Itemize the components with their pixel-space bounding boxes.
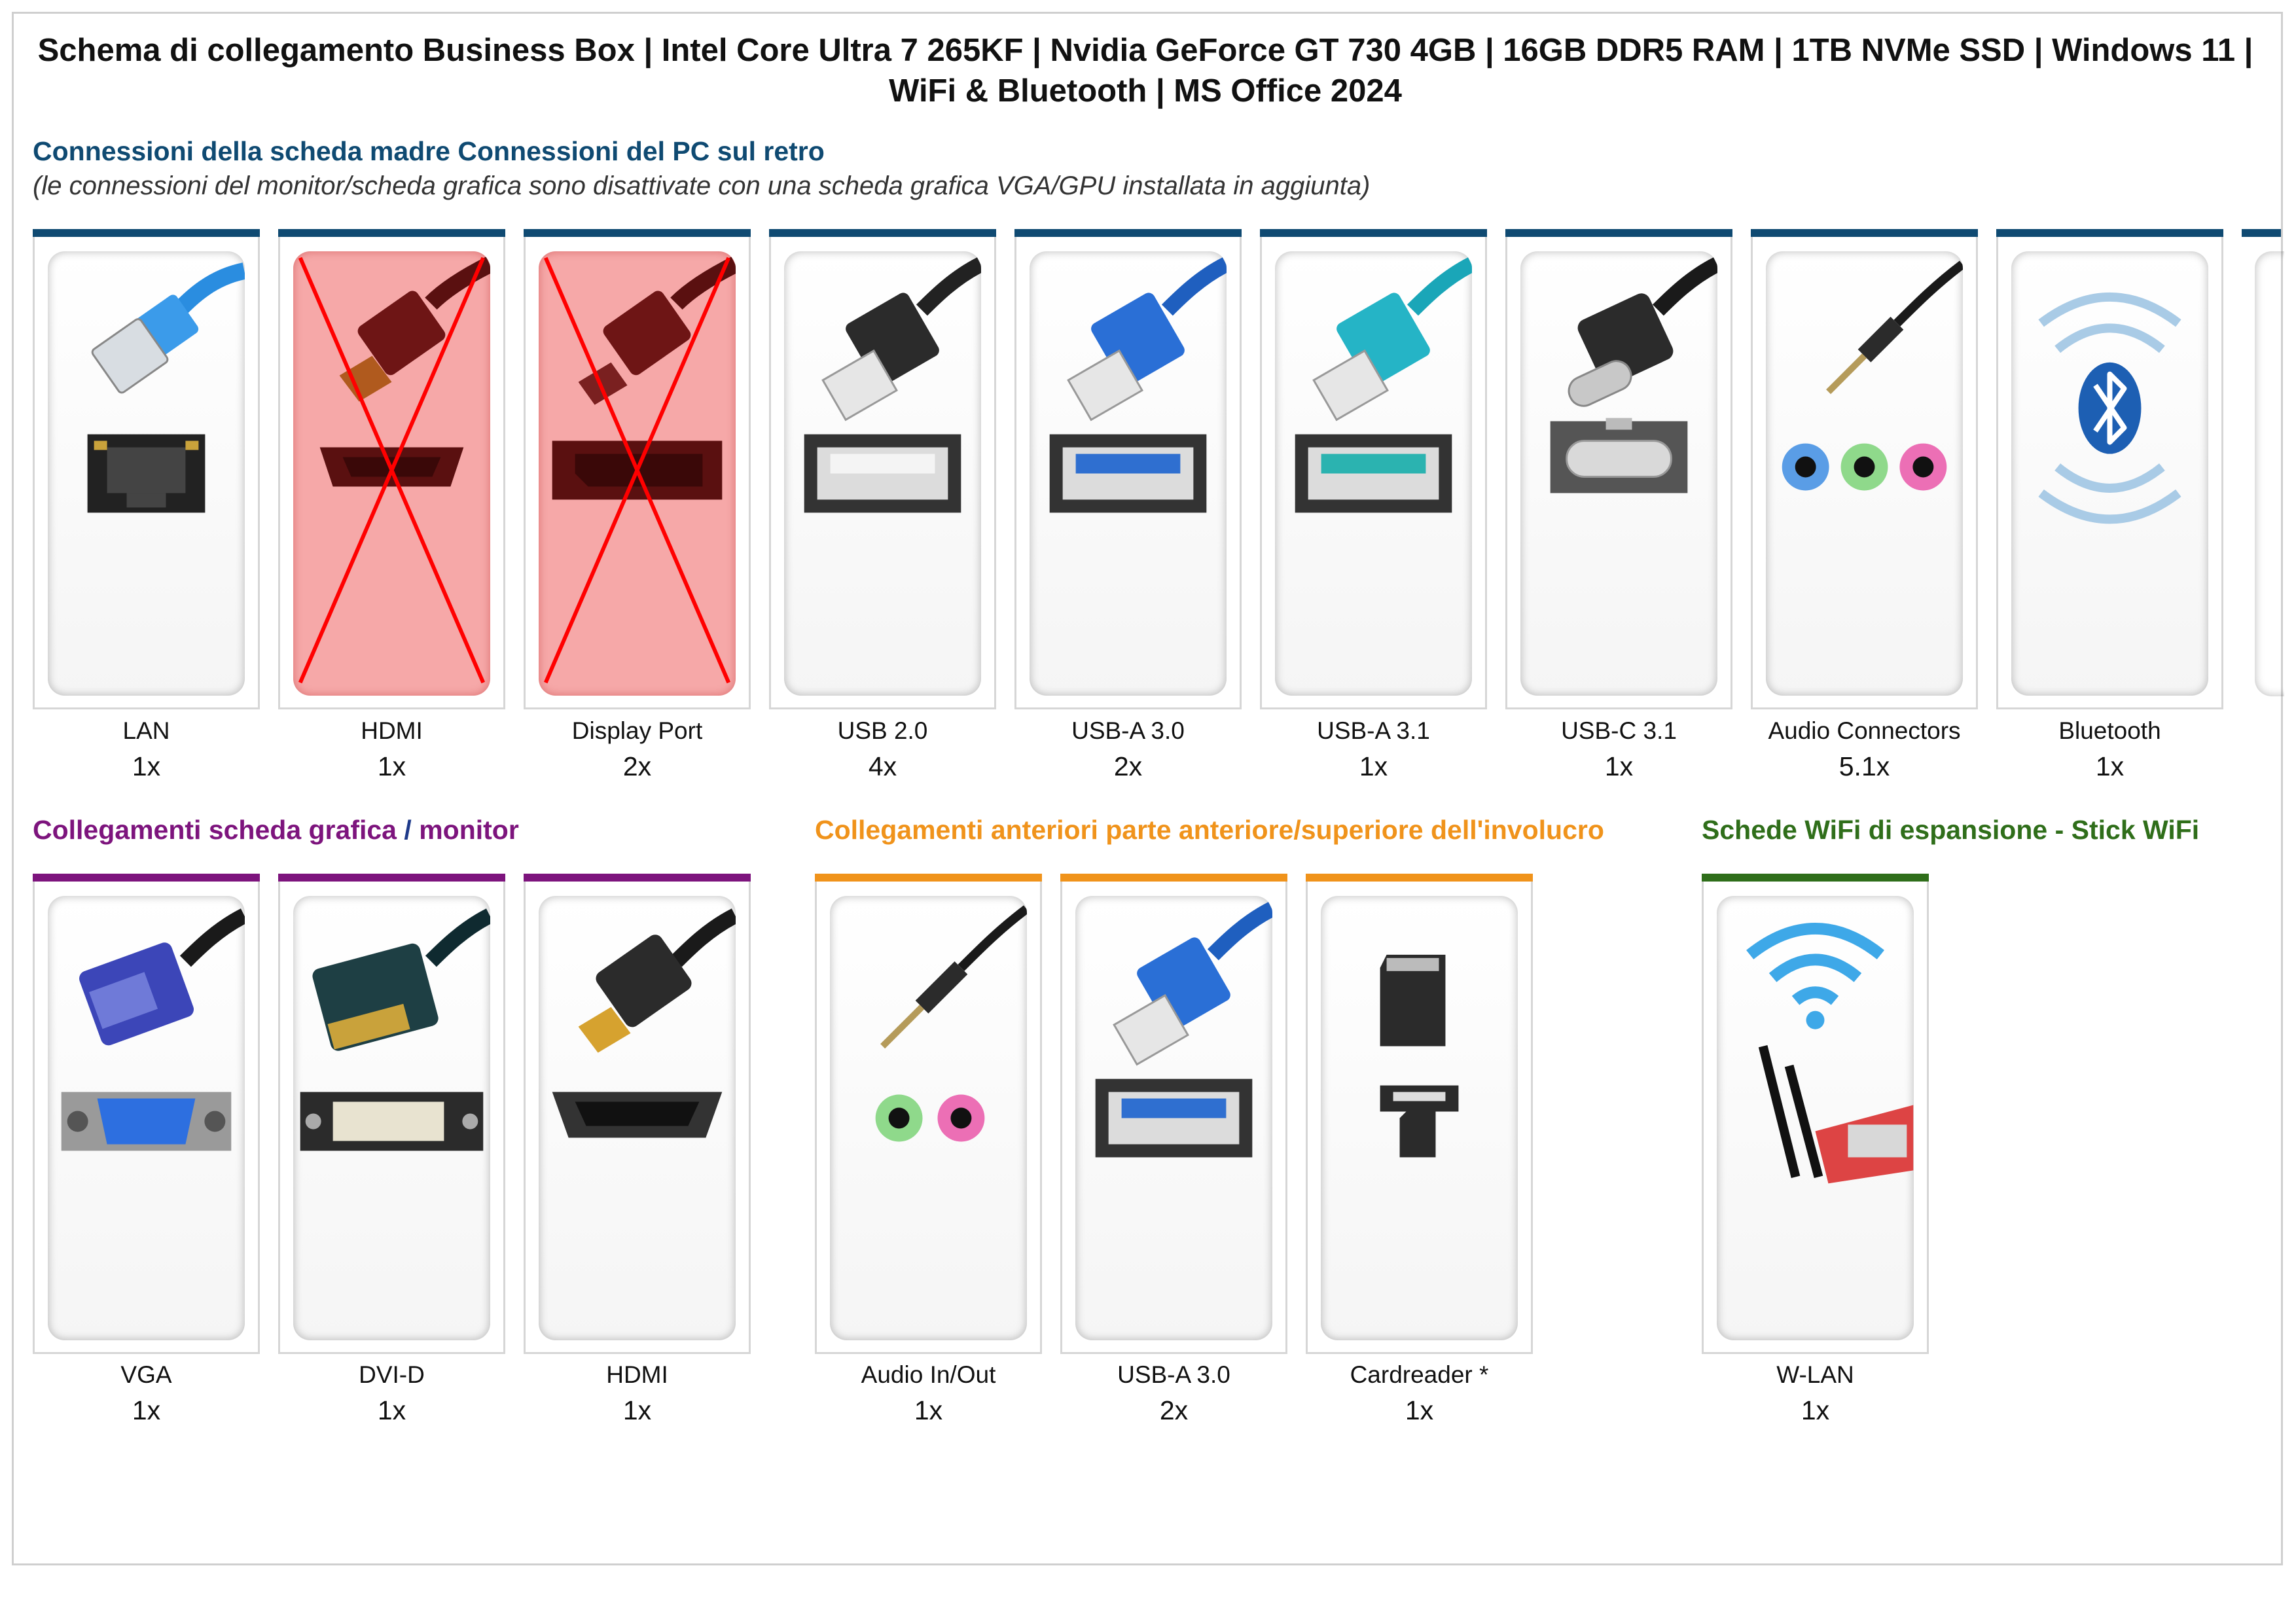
connector-card-cardreader <box>1306 874 1533 1354</box>
lan-port-icon <box>48 251 245 696</box>
rear-count-7: 5.1x <box>1839 751 1890 781</box>
rear-count-6: 1x <box>1604 751 1634 781</box>
wifi-count-0: 1x <box>1801 1395 1830 1425</box>
wifi-label-0: W-LAN <box>1776 1361 1854 1388</box>
section-bar <box>1751 229 1978 237</box>
section-bar <box>1505 229 1732 237</box>
gpu-label-0: VGA <box>120 1361 172 1388</box>
rear-count-8: 1x <box>2095 751 2125 781</box>
connector-card-vga <box>33 874 260 1354</box>
gpu-heading-tail: monitor <box>419 815 519 845</box>
section-bar <box>1996 229 2223 237</box>
connector-card-gpu-hdmi <box>524 874 751 1354</box>
gpu-label-1: DVI-D <box>359 1361 425 1388</box>
section-bar <box>769 229 996 237</box>
gpu-count-2: 1x <box>622 1395 652 1425</box>
section-bar <box>815 874 1042 882</box>
page-frame <box>12 12 2283 1565</box>
usb-a-3-0-icon <box>1030 251 1227 696</box>
rear-count-4: 2x <box>1113 751 1143 781</box>
displayport-icon <box>539 251 736 696</box>
gpu-count-1: 1x <box>377 1395 406 1425</box>
section-bar <box>278 874 505 882</box>
front-count-1: 2x <box>1159 1395 1189 1425</box>
gpu-count-0: 1x <box>132 1395 161 1425</box>
connector-card-usb-a-3-1 <box>1260 229 1487 709</box>
hdmi-port-icon <box>293 251 490 696</box>
connector-card-displayport-disabled <box>524 229 751 709</box>
section-bar <box>524 229 751 237</box>
cut-off-card <box>2238 229 2284 709</box>
dvi-icon <box>293 896 490 1340</box>
front-label-1: USB-A 3.0 <box>1117 1361 1230 1388</box>
gpu-heading: Collegamenti scheda grafica / monitor <box>33 815 519 846</box>
connector-card-bluetooth <box>1996 229 2223 709</box>
page-title: Schema di collegamento Business Box | In… <box>37 33 2253 109</box>
sd-card-icon <box>1321 896 1518 1340</box>
connector-card-audio <box>1751 229 1978 709</box>
section-bar <box>524 874 751 882</box>
connector-card-front-usb <box>1060 874 1287 1354</box>
connector-card-dvi <box>278 874 505 1354</box>
rear-note: (le connessioni del monitor/scheda grafi… <box>33 171 1371 200</box>
rear-count-5: 1x <box>1359 751 1388 781</box>
connector-card-wlan <box>1702 874 1929 1354</box>
wifi-heading: Schede WiFi di espansione - Stick WiFi <box>1702 815 2200 845</box>
bluetooth-icon <box>2011 251 2208 696</box>
rear-label-8: Bluetooth <box>2058 717 2161 744</box>
rear-count-2: 2x <box>622 751 652 781</box>
connector-card-usb-2 <box>769 229 996 709</box>
audio-jack-icon <box>830 896 1027 1340</box>
vga-icon <box>48 896 245 1340</box>
section-bar <box>1060 874 1287 882</box>
connector-card-usb-a-3-0 <box>1014 229 1242 709</box>
section-bar <box>33 229 260 237</box>
connector-card-hdmi-disabled <box>278 229 505 709</box>
gpu-heading-separator: / <box>404 815 412 845</box>
usb-c-icon <box>1520 251 1717 696</box>
rear-label-4: USB-A 3.0 <box>1071 717 1185 744</box>
usb-2-icon <box>784 251 981 696</box>
front-label-0: Audio In/Out <box>861 1361 996 1388</box>
hdmi-icon <box>539 896 736 1340</box>
front-label-2: Cardreader * <box>1350 1361 1489 1388</box>
rear-count-3: 4x <box>868 751 897 781</box>
rear-label-2: Display Port <box>571 717 703 744</box>
audio-connectors-icon <box>1766 251 1963 696</box>
front-count-0: 1x <box>914 1395 943 1425</box>
rear-label-3: USB 2.0 <box>837 717 928 744</box>
rear-count-1: 1x <box>377 751 406 781</box>
section-bar <box>1014 229 1242 237</box>
section-bar <box>33 874 260 882</box>
front-count-2: 1x <box>1405 1395 1434 1425</box>
rear-label-0: LAN <box>122 717 170 744</box>
section-bar <box>1260 229 1487 237</box>
rear-label-6: USB-C 3.1 <box>1561 717 1677 744</box>
section-bar <box>1306 874 1533 882</box>
gpu-label-2: HDMI <box>606 1361 668 1388</box>
rear-label-5: USB-A 3.1 <box>1317 717 1430 744</box>
rear-count-0: 1x <box>132 751 161 781</box>
usb-a-3-0-front-icon <box>1075 896 1272 1340</box>
front-heading: Collegamenti anteriori parte anteriore/s… <box>815 815 1604 845</box>
rear-label-1: HDMI <box>361 717 423 744</box>
connector-card-usb-c <box>1505 229 1732 709</box>
gpu-heading-main: Collegamenti scheda grafica <box>33 815 397 845</box>
section-bar <box>278 229 505 237</box>
rear-heading: Connessioni della scheda madre Connessio… <box>33 136 825 166</box>
section-bar <box>1702 874 1929 882</box>
connector-card-front-audio <box>815 874 1042 1354</box>
connector-card-lan <box>33 229 260 709</box>
wifi-antenna-icon <box>1717 896 1914 1340</box>
rear-label-7: Audio Connectors <box>1768 717 1961 744</box>
usb-a-3-1-icon <box>1275 251 1472 696</box>
